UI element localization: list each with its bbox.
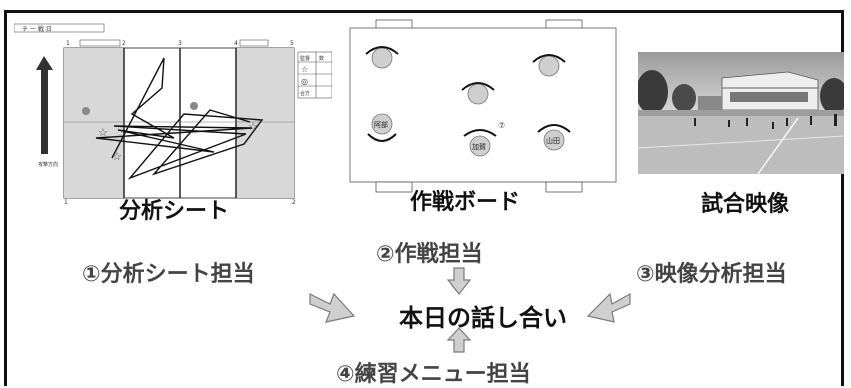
column-label: 3 xyxy=(178,40,182,47)
column-label: 4 xyxy=(234,40,238,47)
arrow-from-analysis-icon xyxy=(309,292,356,323)
video-role-label: ③映像分析担当 xyxy=(636,262,787,287)
analysis-role-label: ①分析シート担当 xyxy=(82,262,255,287)
analysis-sheet-panel: チ ー 戦 日 1 2 3 4 5 攻撃方向 ☆ ☆ ☆ 監督 xyxy=(13,18,333,206)
column-label: 1 xyxy=(66,40,70,47)
practice-role-label: ④練習メニュー担当 xyxy=(336,362,531,387)
attack-direction-note: 攻撃方向 xyxy=(38,161,58,168)
table-cell: ☆ xyxy=(301,65,308,74)
todays-discussion-label: 本日の話し合い xyxy=(399,304,567,332)
play-trajectory xyxy=(95,57,264,180)
arrow-from-video-icon xyxy=(586,292,631,323)
arrow-from-strategy-icon xyxy=(446,267,472,295)
table-cell: ◎ xyxy=(301,77,308,86)
player-token-label: 阿部 xyxy=(374,120,388,129)
match-video-photo xyxy=(636,52,848,175)
column-label: 5 xyxy=(290,40,294,47)
diagram-frame xyxy=(4,10,844,386)
column-label: 2 xyxy=(122,40,126,47)
analysis-sheet-caption: 分析シート xyxy=(118,199,229,224)
strategy-board-panel: 阿部 加賀 山田 ⑦ xyxy=(348,18,618,194)
bottom-label: 2 xyxy=(292,199,296,204)
svg-text:☆: ☆ xyxy=(248,120,258,133)
schoolyard-photo xyxy=(636,52,848,175)
sheet-header-text: チ ー 戦 日 xyxy=(22,25,52,33)
strategy-board-caption: 作戦ボード xyxy=(409,190,520,215)
analysis-sheet-illustration: チ ー 戦 日 1 2 3 4 5 攻撃方向 ☆ ☆ ☆ 監督 xyxy=(13,18,333,206)
board-mark: ⑦ xyxy=(498,121,505,130)
table-header: 数 xyxy=(319,55,324,62)
strategy-role-label: ②作戦担当 xyxy=(376,242,483,267)
player-token-label: 加賀 xyxy=(472,142,486,151)
match-video-caption: 試合映像 xyxy=(700,192,789,217)
svg-text:☆: ☆ xyxy=(112,150,122,163)
arrow-from-practice-icon xyxy=(446,327,472,353)
table-cell: 合方 xyxy=(300,90,310,97)
player-token-label: 山田 xyxy=(546,136,560,145)
strategy-board-illustration: 阿部 加賀 山田 ⑦ xyxy=(349,19,617,193)
svg-text:☆: ☆ xyxy=(98,126,108,139)
table-header: 監督 xyxy=(300,55,310,62)
bottom-label: 1 xyxy=(64,199,68,204)
